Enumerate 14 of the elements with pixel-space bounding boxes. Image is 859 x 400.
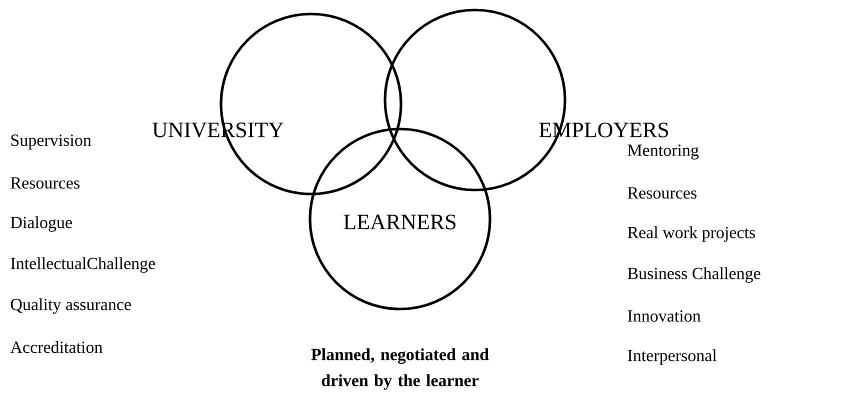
caption-text: Planned, negotiated and driven by the learner	[311, 348, 489, 390]
list-item: Innovation	[628, 310, 701, 322]
list-item: Mentoring	[628, 144, 699, 160]
circle-label: LEARNERS	[344, 214, 456, 230]
list-item: Quality assurance	[10, 298, 131, 314]
list-item: Business Challenge	[628, 267, 760, 283]
list-item: Interpersonal	[628, 349, 717, 365]
list-item: IntellectualChallenge	[10, 257, 156, 273]
list-item: Accreditation	[10, 341, 102, 353]
list-item: Resources	[628, 187, 696, 199]
list-item: Dialogue	[10, 216, 72, 232]
list-item: Supervision	[11, 134, 92, 150]
list-item: Resources	[10, 177, 80, 189]
list-item: Real work projects	[628, 226, 756, 242]
